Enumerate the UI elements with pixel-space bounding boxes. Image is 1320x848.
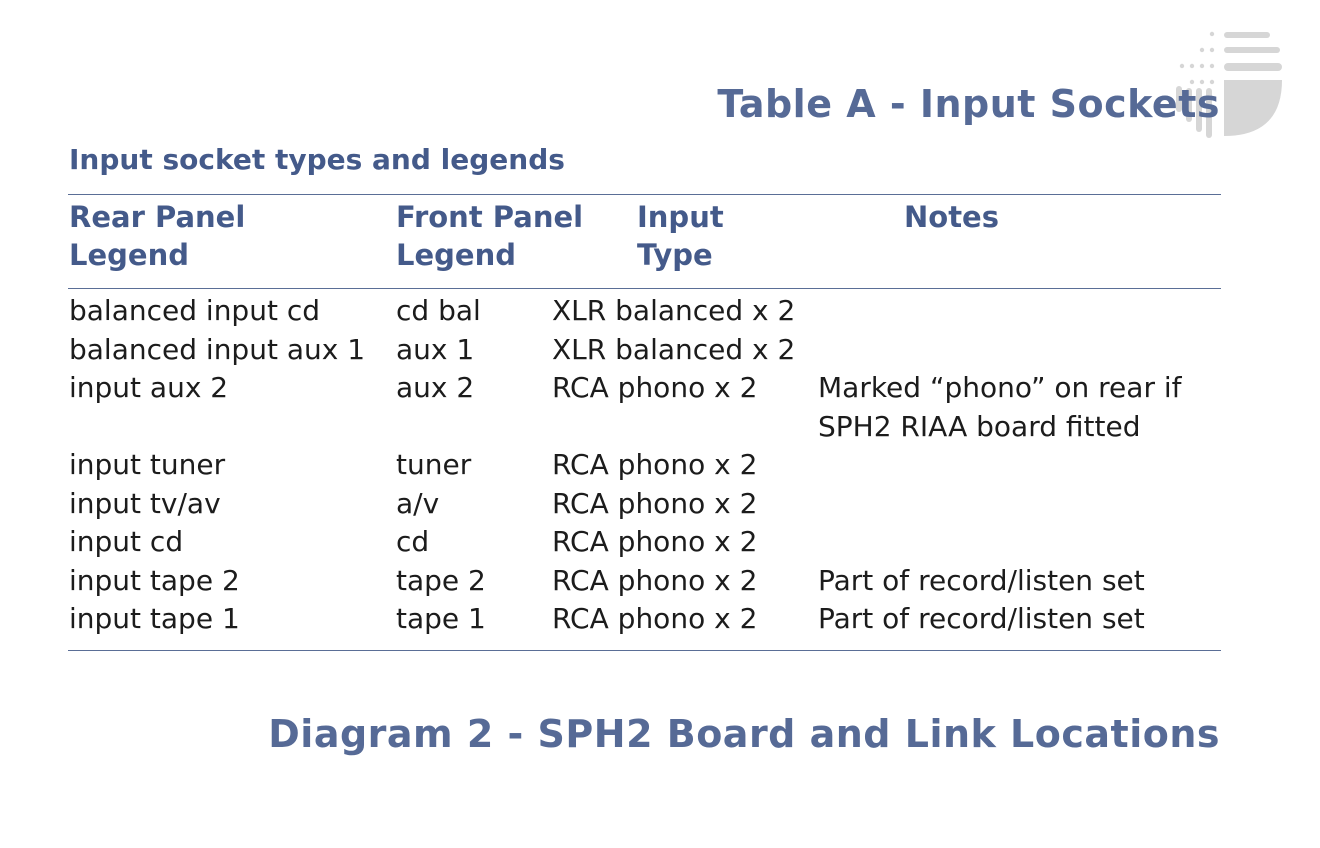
rear-legend-cell: input tv/av [69, 486, 221, 520]
table-header-rule [68, 288, 1221, 289]
header-input-type: Input Type [637, 198, 724, 274]
front-legend-cell: tuner [396, 448, 472, 481]
table-body: balanced input cd cd bal XLR balanced x … [0, 292, 1320, 639]
table-title: Table A - Input Sockets [717, 82, 1220, 126]
notes-cell: Part of record/listen set [818, 602, 1145, 635]
rear-legend-cell: input aux 2 [69, 371, 229, 404]
header-front-line1: Front Panel [396, 200, 584, 234]
brand-logo-icon [1176, 31, 1282, 138]
rear-legend-cell: input tape 1 [69, 602, 240, 635]
header-rear-line2: Legend [69, 238, 189, 272]
table-row: balanced input cd cd bal XLR balanced x … [0, 292, 1320, 331]
notes-cell: Part of record/listen set [818, 563, 1145, 597]
front-legend-cell: aux 2 [396, 371, 475, 404]
header-rear-panel-legend: Rear Panel Legend [69, 198, 245, 274]
table-row: input tuner tuner RCA phono x 2 [0, 446, 1320, 485]
input-type-cell: XLR balanced x 2 [552, 294, 796, 327]
table-row: input tv/av a/v RCA phono x 2 [0, 485, 1320, 524]
rear-legend-cell: input tape 2 [69, 563, 240, 597]
front-legend-cell: cd [396, 525, 430, 558]
input-type-cell: RCA phono x 2 [552, 486, 758, 520]
header-rear-line1: Rear Panel [69, 200, 246, 234]
section-heading: Input socket types and legends [69, 143, 565, 176]
front-legend-cell: tape 2 [396, 563, 486, 597]
rear-legend-cell: input cd [69, 525, 184, 558]
table-row: input cd cd RCA phono x 2 [0, 523, 1320, 562]
header-front-line2: Legend [396, 238, 516, 272]
input-type-cell: RCA phono x 2 [552, 525, 758, 558]
table-row: input tape 2 tape 2 RCA phono x 2 Part o… [0, 562, 1320, 601]
table-row: balanced input aux 1 aux 1 XLR balanced … [0, 331, 1320, 370]
header-type-line2: Type [637, 238, 713, 272]
diagram-title: Diagram 2 - SPH2 Board and Link Location… [268, 712, 1220, 756]
table-bottom-rule [68, 650, 1221, 651]
front-legend-cell: cd bal [396, 294, 481, 327]
front-legend-cell: a/v [396, 486, 440, 520]
front-legend-cell: tape 1 [396, 602, 486, 635]
header-notes: Notes [904, 198, 999, 236]
input-type-cell: RCA phono x 2 [552, 448, 758, 481]
input-type-cell: RCA phono x 2 [552, 602, 758, 635]
header-type-line1: Input [637, 200, 724, 234]
table-row: input aux 2 aux 2 RCA phono x 2 Marked “… [0, 369, 1320, 446]
table-row: input tape 1 tape 1 RCA phono x 2 Part o… [0, 600, 1320, 639]
rear-legend-cell: balanced input cd [69, 294, 321, 327]
front-legend-cell: aux 1 [396, 332, 475, 366]
rear-legend-cell: input tuner [69, 448, 226, 481]
input-type-cell: XLR balanced x 2 [552, 332, 796, 366]
rear-legend-cell: balanced input aux 1 [69, 332, 366, 366]
input-type-cell: RCA phono x 2 [552, 563, 758, 597]
header-notes-line1: Notes [904, 200, 999, 234]
input-type-cell: RCA phono x 2 [552, 371, 758, 404]
table-top-rule [68, 194, 1221, 195]
notes-cell: Marked “phono” on rear if SPH2 RIAA boar… [818, 371, 1182, 443]
header-front-panel-legend: Front Panel Legend [396, 198, 583, 274]
